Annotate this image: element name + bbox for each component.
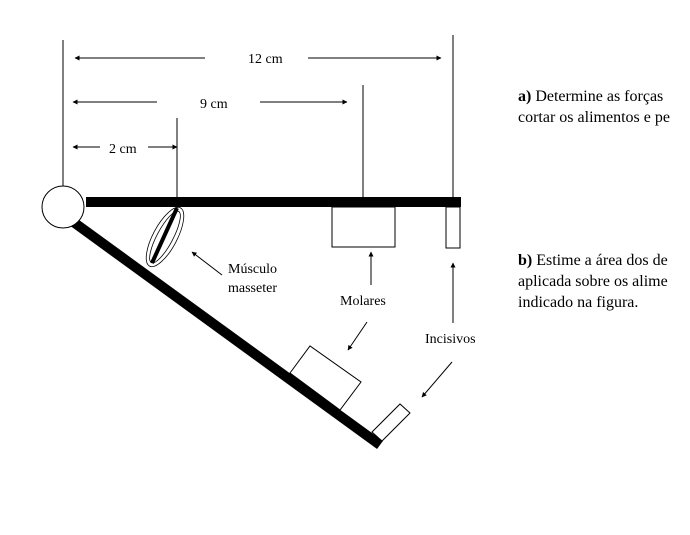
masseter-force-line bbox=[150, 207, 179, 264]
dimension-label-12cm: 12 cm bbox=[248, 52, 283, 67]
muscle-label-line2: masseter bbox=[228, 281, 277, 296]
incisors-pointer-down-arrow bbox=[421, 361, 453, 398]
question-b-line2: aplicada sobre os alime bbox=[518, 273, 668, 290]
upper-incisor bbox=[445, 206, 461, 249]
question-a-line2: cortar os alimentos e pe bbox=[518, 109, 670, 126]
question-b-letter: b) bbox=[518, 252, 533, 269]
question-a: a) Determine as forças cortar os aliment… bbox=[518, 86, 690, 128]
dimension-label-2cm: 2 cm bbox=[109, 142, 137, 157]
molars-label: Molares bbox=[340, 294, 386, 309]
lower-jaw-bar bbox=[69, 216, 383, 450]
question-b: b) Estime a área dos de aplicada sobre o… bbox=[518, 250, 690, 313]
question-a-line1: a) Determine as forças bbox=[518, 88, 664, 105]
question-b-line1: b) Estime a área dos de bbox=[518, 252, 668, 269]
muscle-label-line1: Músculo bbox=[228, 262, 277, 277]
incisors-label: Incisivos bbox=[425, 332, 476, 347]
lower-incisor bbox=[371, 403, 411, 442]
lower-molar bbox=[289, 345, 362, 411]
masseter-muscle-outline-outer bbox=[145, 206, 185, 268]
molars-pointer-down-arrow bbox=[347, 321, 368, 351]
dimension-label-9cm: 9 cm bbox=[200, 97, 228, 112]
question-a-letter: a) bbox=[518, 88, 532, 105]
joint-circle bbox=[41, 185, 85, 229]
upper-molar bbox=[331, 206, 396, 248]
question-b-line3: indicado na figura. bbox=[518, 294, 639, 311]
muscle-pointer-arrow bbox=[191, 251, 223, 276]
